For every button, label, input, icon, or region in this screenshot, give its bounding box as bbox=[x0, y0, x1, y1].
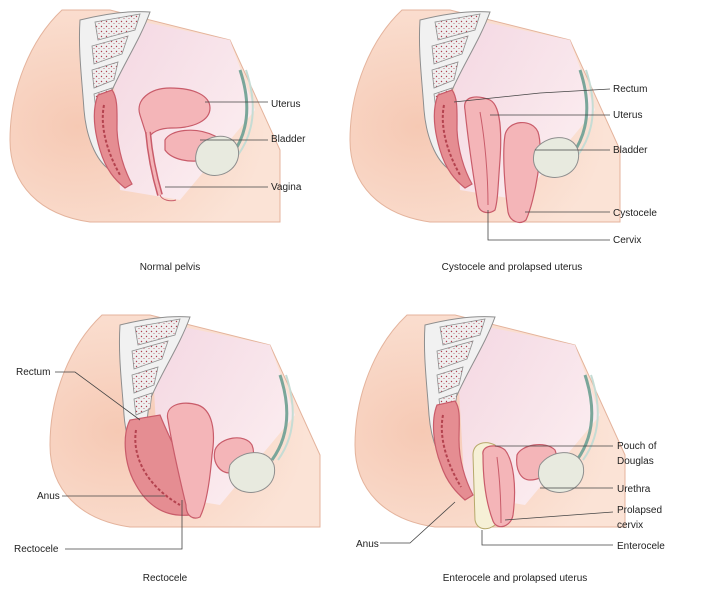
label-rectocele: Rectocele bbox=[14, 544, 59, 555]
label-urethra: Urethra bbox=[617, 484, 651, 495]
caption-normal-pelvis: Normal pelvis bbox=[140, 262, 201, 273]
caption-cystocele: Cystocele and prolapsed uterus bbox=[442, 262, 583, 273]
label-anus-4: Anus bbox=[356, 539, 379, 550]
label-uterus: Uterus bbox=[271, 99, 300, 110]
label-uterus-2: Uterus bbox=[613, 110, 642, 121]
panel-cystocele bbox=[348, 8, 622, 224]
label-cervix: Cervix bbox=[613, 235, 641, 246]
label-pouch-line2: Douglas bbox=[617, 456, 654, 467]
panel-enterocele bbox=[353, 313, 627, 530]
label-prolapsed-line2: cervix bbox=[617, 520, 643, 531]
label-enterocele: Enterocele bbox=[617, 541, 665, 552]
label-rectum: Rectum bbox=[613, 84, 647, 95]
panel-normal-pelvis bbox=[8, 8, 282, 224]
label-vagina: Vagina bbox=[271, 182, 302, 193]
caption-rectocele: Rectocele bbox=[143, 573, 188, 584]
label-bladder-2: Bladder bbox=[613, 145, 648, 156]
panel-rectocele bbox=[48, 313, 322, 529]
caption-enterocele: Enterocele and prolapsed uterus bbox=[443, 573, 588, 584]
label-cystocele: Cystocele bbox=[613, 208, 657, 219]
label-rectum-3: Rectum bbox=[16, 367, 50, 378]
label-bladder: Bladder bbox=[271, 134, 306, 145]
label-pouch-line1: Pouch of bbox=[617, 441, 657, 452]
label-prolapsed-line1: Prolapsed bbox=[617, 505, 662, 516]
label-anus: Anus bbox=[37, 491, 60, 502]
